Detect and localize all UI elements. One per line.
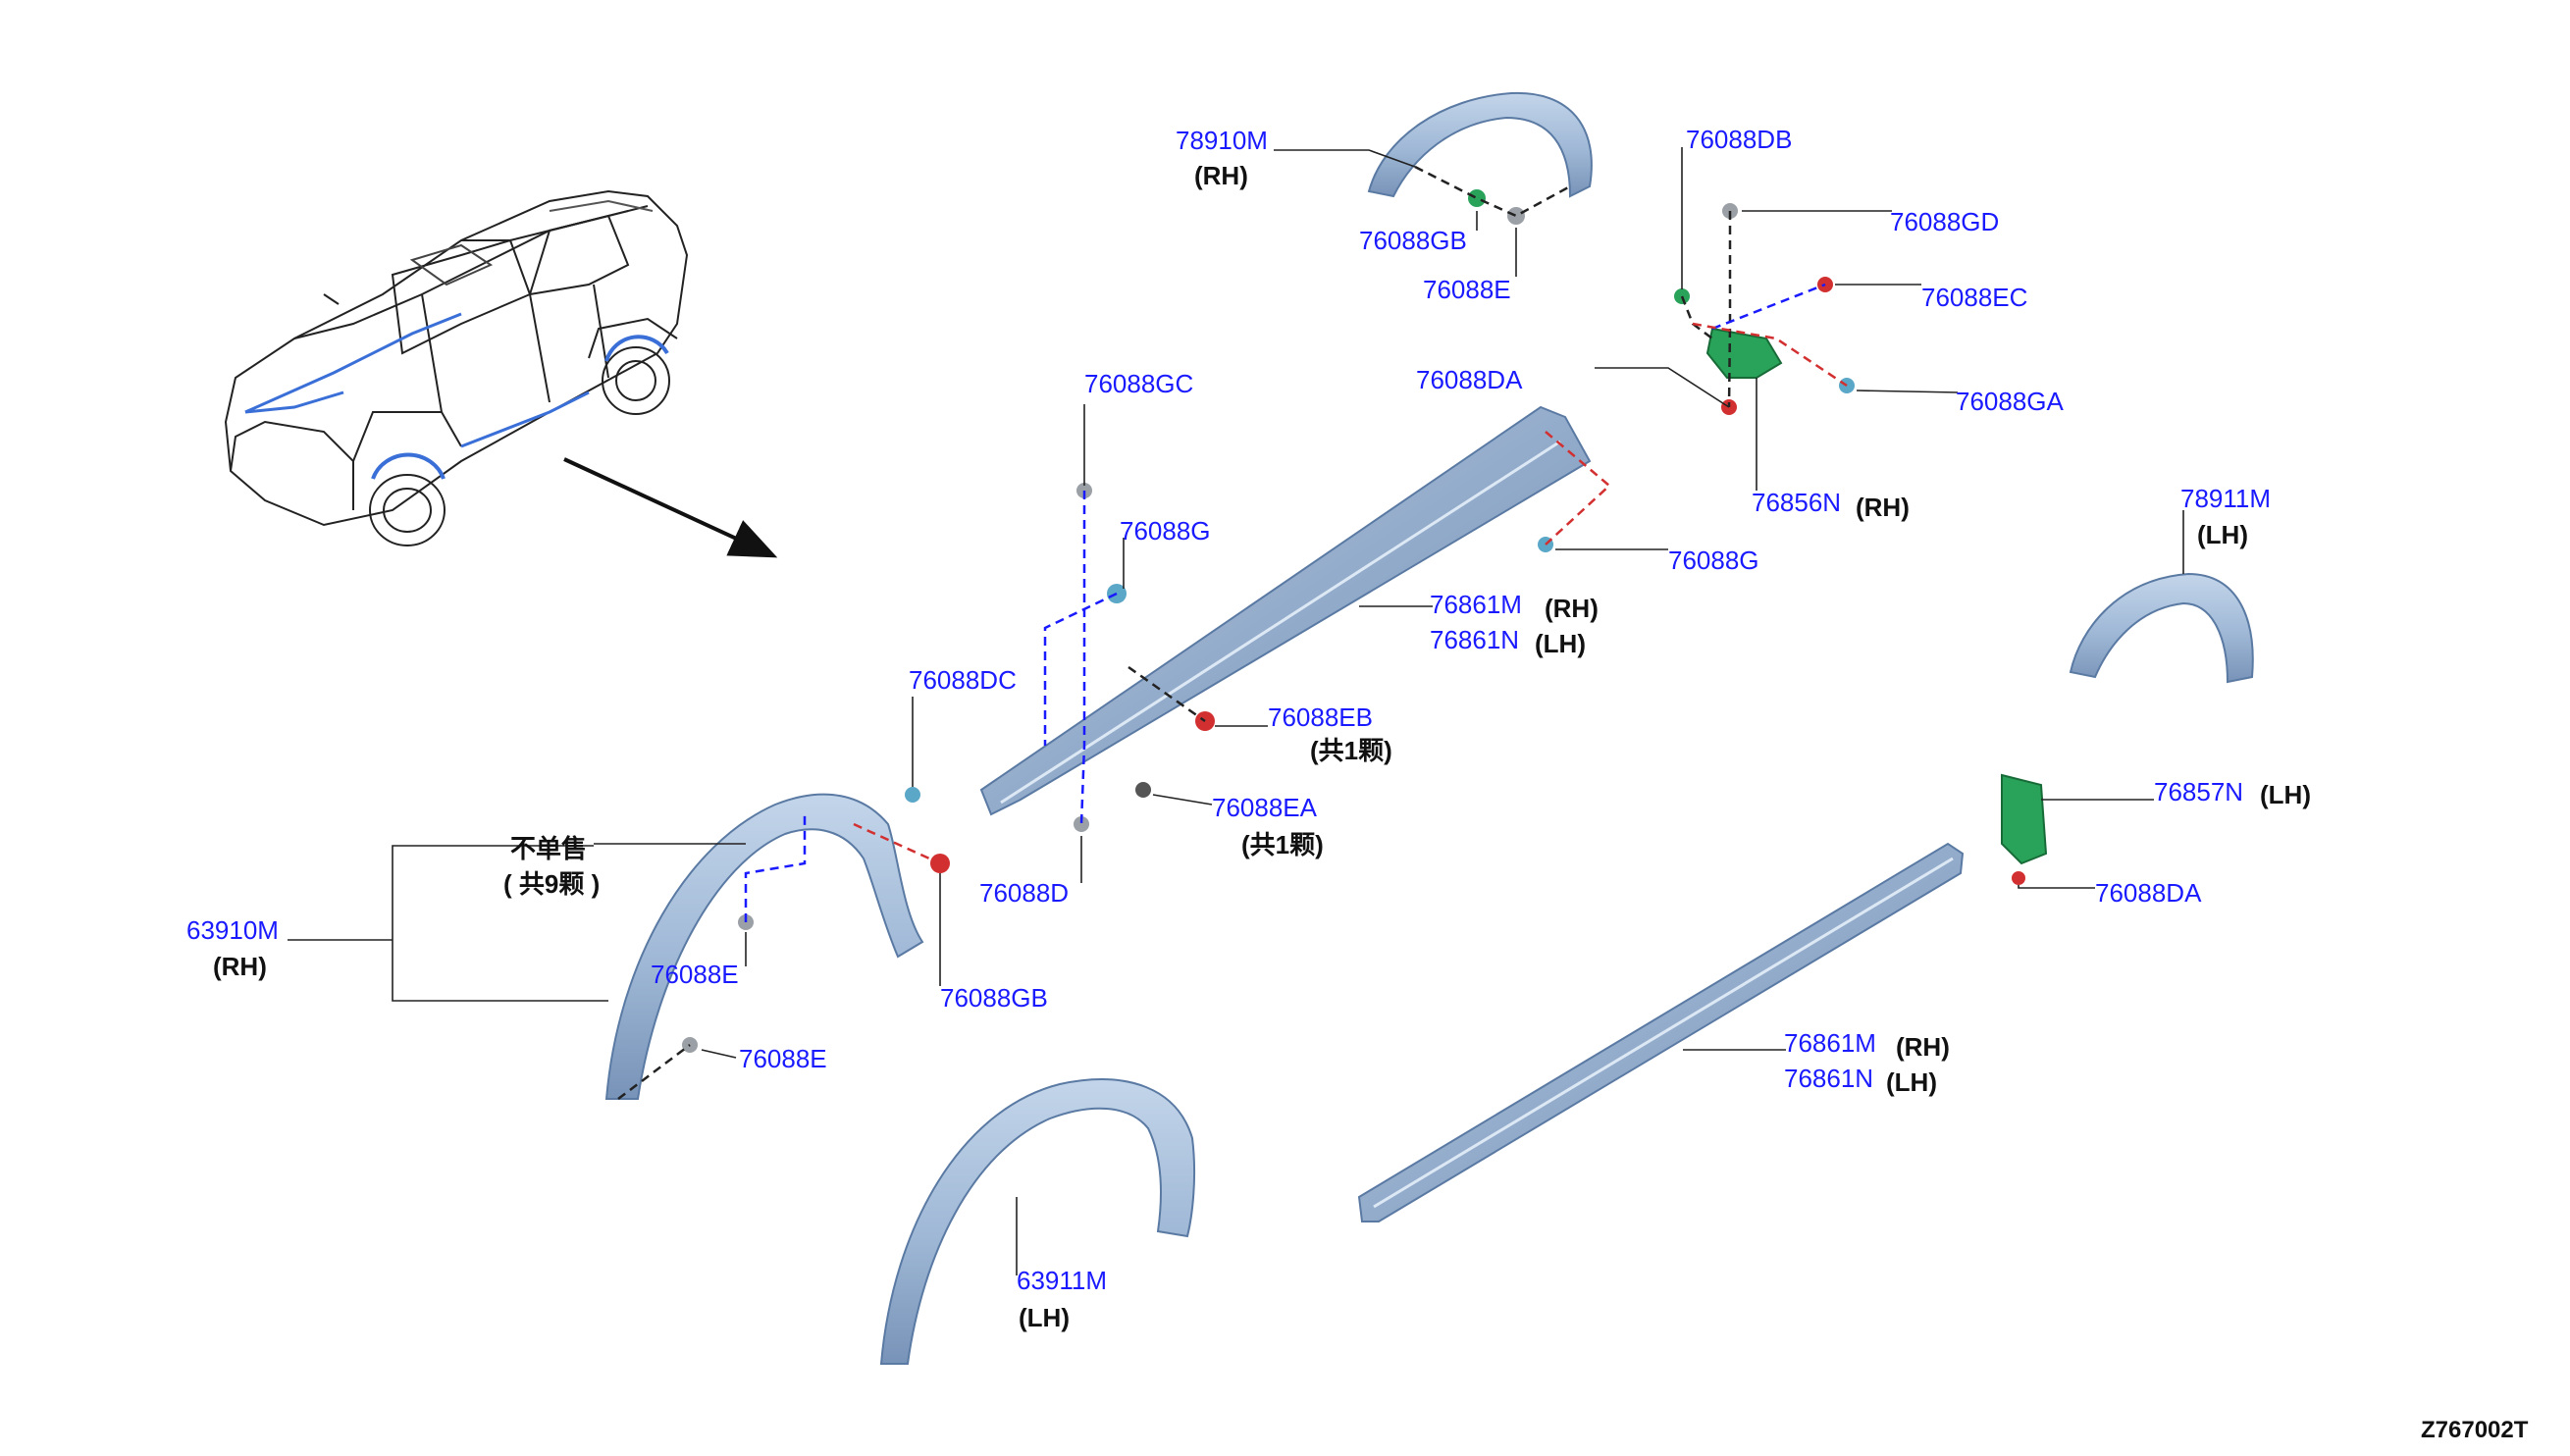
side-label-63911M: (LH) xyxy=(1019,1303,1070,1332)
part-label-76088DB[interactable]: 76088DB xyxy=(1686,125,1793,154)
part-label-76088GC[interactable]: 76088GC xyxy=(1084,369,1194,398)
side-label-78910M: (RH) xyxy=(1194,161,1248,190)
part-label-76088GA[interactable]: 76088GA xyxy=(1956,387,2064,416)
clip-76088DA-bot xyxy=(2012,871,2025,885)
note-not-sold-count: ( 共9颗 ) xyxy=(503,869,601,899)
note-76088EB-count: (共1颗) xyxy=(1310,736,1392,765)
part-label-78911M[interactable]: 78911M xyxy=(2180,484,2272,513)
side-label-63910M: (RH) xyxy=(213,952,267,981)
part-label-76088GD[interactable]: 76088GD xyxy=(1890,207,2000,236)
side-label-76861N-top: (LH) xyxy=(1535,629,1586,658)
note-76088EA-count: (共1颗) xyxy=(1241,830,1324,859)
part-label-76861N-top[interactable]: 76861N xyxy=(1430,625,1520,654)
part-label-78910M[interactable]: 78910M xyxy=(1176,126,1268,155)
side-sill-upper xyxy=(979,405,1592,816)
note-not-sold-separately: 不单售 xyxy=(510,834,588,863)
part-label-63911M[interactable]: 63911M xyxy=(1017,1266,1108,1295)
wheel-arch-78910M xyxy=(1367,91,1593,198)
part-label-76088GB-top[interactable]: 76088GB xyxy=(1359,226,1467,255)
part-label-63910M[interactable]: 63910M xyxy=(186,915,279,945)
part-label-76088E-top[interactable]: 76088E xyxy=(1423,275,1511,304)
part-label-76088GB-bot[interactable]: 76088GB xyxy=(940,983,1048,1013)
part-label-76088EC[interactable]: 76088EC xyxy=(1921,283,2028,312)
wheel-arch-63911M xyxy=(879,1078,1196,1365)
side-label-78911M: (LH) xyxy=(2197,520,2248,549)
bracket-76856N xyxy=(1705,327,1783,379)
part-label-76861N-bot[interactable]: 76861N xyxy=(1784,1064,1874,1093)
side-label-76861N-bot: (LH) xyxy=(1886,1067,1937,1097)
part-label-76088G-right[interactable]: 76088G xyxy=(1668,546,1759,575)
leader-lines xyxy=(288,147,2184,1275)
side-label-76861M-top: (RH) xyxy=(1545,594,1599,623)
assembly-dashes xyxy=(617,165,1848,1100)
part-label-76088E-mid[interactable]: 76088E xyxy=(651,960,739,989)
part-label-76088DA-top[interactable]: 76088DA xyxy=(1416,365,1523,394)
part-label-76861M-bot[interactable]: 76861M xyxy=(1784,1028,1876,1058)
part-label-76857N[interactable]: 76857N xyxy=(2154,777,2244,806)
part-label-76861M-top[interactable]: 76861M xyxy=(1430,590,1522,619)
side-label-76856N: (RH) xyxy=(1856,493,1910,522)
diagram-code: Z767002T xyxy=(2421,1417,2529,1443)
part-label-76088EA[interactable]: 76088EA xyxy=(1212,793,1317,822)
side-label-76861M-bot: (RH) xyxy=(1896,1032,1950,1062)
clip-76088EA xyxy=(1135,782,1151,798)
part-label-76088G-left[interactable]: 76088G xyxy=(1120,516,1211,546)
part-label-76088EB[interactable]: 76088EB xyxy=(1268,702,1373,732)
wheel-arch-78911M xyxy=(2069,572,2254,684)
part-label-76088DC[interactable]: 76088DC xyxy=(909,665,1017,695)
overview-arrow xyxy=(563,457,778,558)
clip-76088GB-top xyxy=(1468,189,1486,207)
clip-76088E-top xyxy=(1507,207,1525,225)
part-label-76088E-bot[interactable]: 76088E xyxy=(739,1044,827,1073)
part-label-76088DA-bot[interactable]: 76088DA xyxy=(2095,878,2202,908)
vehicle-overview-illustration xyxy=(224,189,689,546)
part-label-76856N[interactable]: 76856N xyxy=(1752,488,1842,517)
bracket-76857N xyxy=(2001,773,2048,865)
part-label-76088D[interactable]: 76088D xyxy=(979,878,1070,908)
clip-76088D xyxy=(1074,816,1089,832)
side-label-76857N: (LH) xyxy=(2260,780,2311,809)
clip-76088DC xyxy=(905,787,920,803)
